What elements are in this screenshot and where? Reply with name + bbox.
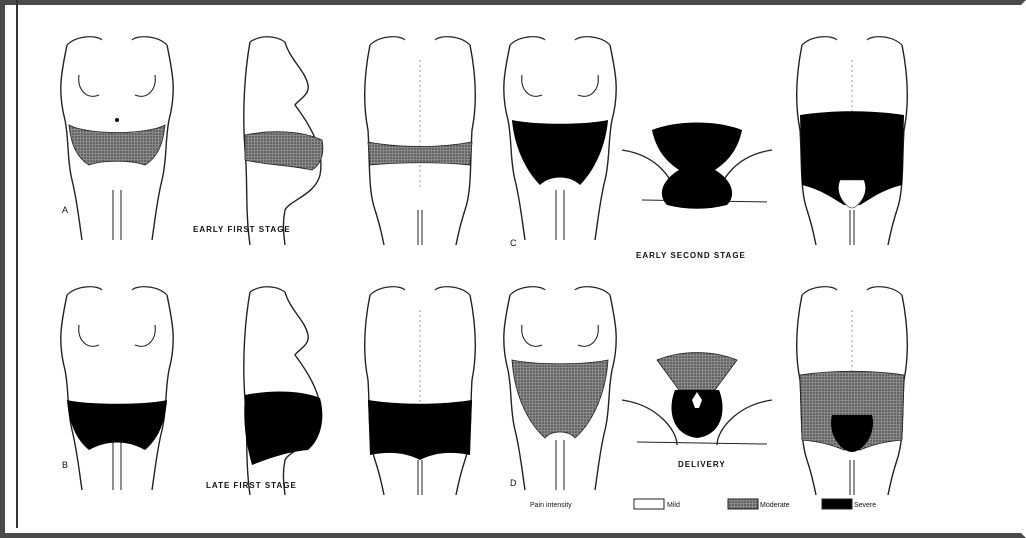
panel-c-caption: EARLY SECOND STAGE — [636, 251, 746, 260]
panel-c-back-figure — [797, 37, 908, 245]
panel-a-back-figure — [365, 37, 476, 245]
pain-intensity-legend: Pain intensity Mild Moderate Severe — [530, 499, 876, 509]
panel-b-side-figure — [244, 287, 323, 495]
panel-b-front-figure — [61, 287, 173, 490]
legend-label-moderate: Moderate — [760, 502, 790, 509]
panel-c-letter: C — [510, 238, 517, 248]
legend-label-mild: Mild — [667, 502, 680, 509]
panel-b-back-figure — [365, 287, 476, 495]
legend-swatch-moderate — [728, 499, 758, 509]
panel-c-perineal-figure — [622, 123, 772, 209]
panel-a-letter: A — [62, 205, 68, 215]
panel-d-caption: DELIVERY — [678, 460, 726, 469]
panel-a-front-figure — [61, 37, 173, 240]
legend-swatch-severe — [822, 499, 852, 509]
legend-label-severe: Severe — [854, 502, 876, 509]
panel-a-side-figure — [244, 37, 323, 245]
panel-d-front-figure — [504, 287, 616, 490]
panel-a-caption: EARLY FIRST STAGE — [193, 225, 291, 234]
legend-title: Pain intensity — [530, 502, 572, 509]
legend-swatch-mild — [634, 499, 664, 509]
panel-b-caption: LATE FIRST STAGE — [206, 481, 297, 490]
panel-d-letter: D — [510, 478, 517, 488]
panel-c-front-figure — [504, 37, 616, 240]
panel-d-perineal-figure — [622, 353, 772, 446]
panel-b-letter: B — [62, 460, 68, 470]
panel-d-back-figure — [797, 287, 908, 495]
